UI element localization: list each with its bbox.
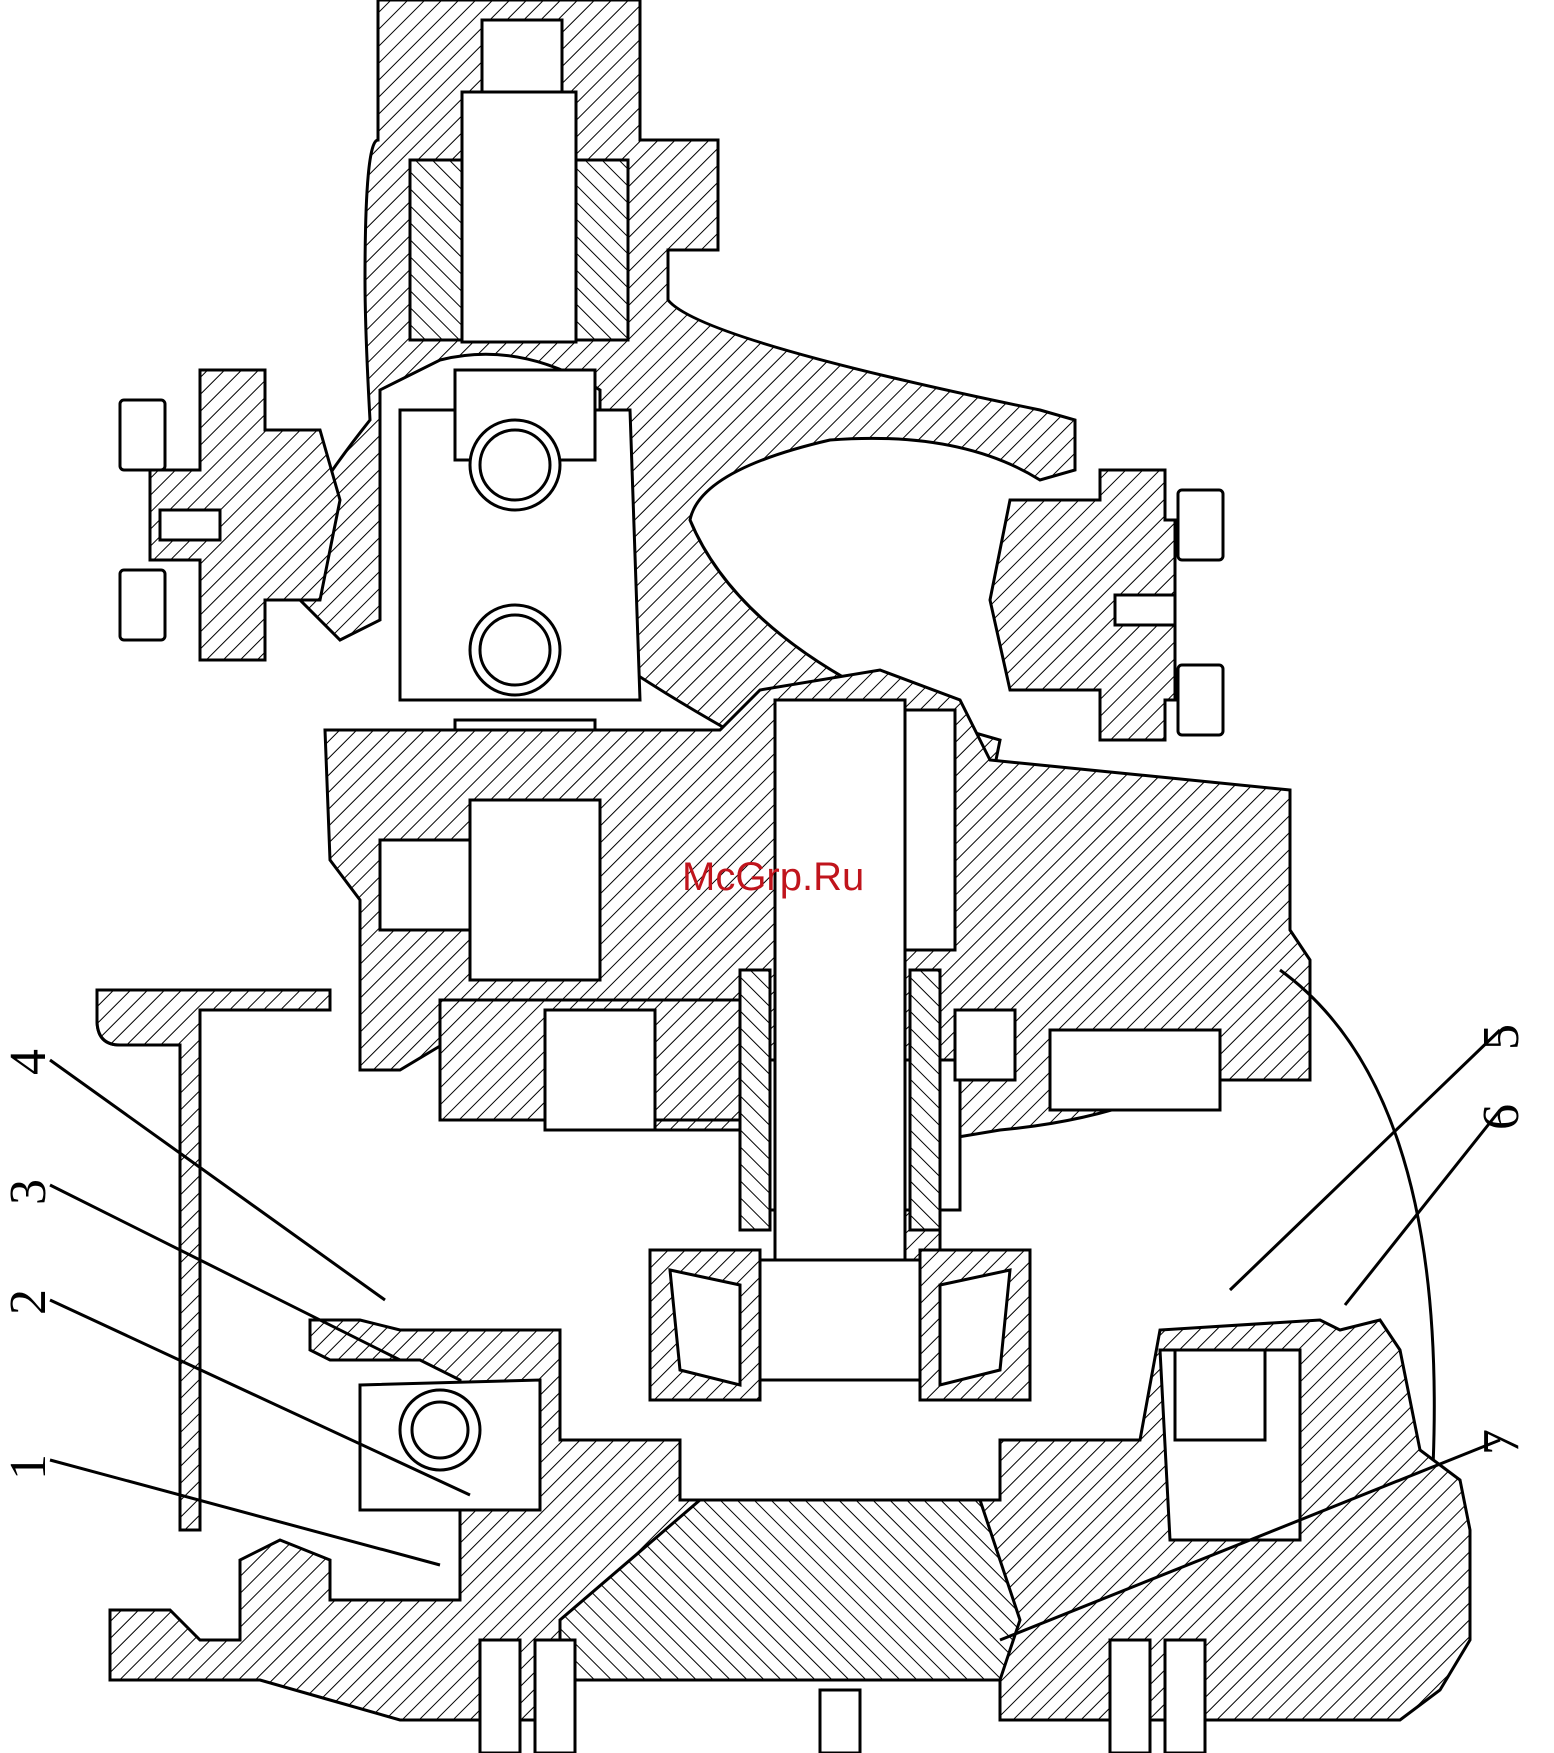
callout-1: 1	[0, 1454, 57, 1480]
watermark-text: McGrp.Ru	[682, 855, 864, 899]
callout-2: 2	[0, 1289, 57, 1315]
callout-4: 4	[0, 1049, 57, 1075]
callout-7: 7	[1473, 1429, 1530, 1455]
callout-3: 3	[0, 1179, 57, 1205]
lower-housing	[110, 1320, 1470, 1753]
callout-6: 6	[1473, 1104, 1530, 1130]
left-flange	[120, 370, 340, 660]
callout-5: 5	[1473, 1024, 1530, 1050]
right-flange	[990, 470, 1223, 740]
universal-joint	[400, 370, 640, 790]
